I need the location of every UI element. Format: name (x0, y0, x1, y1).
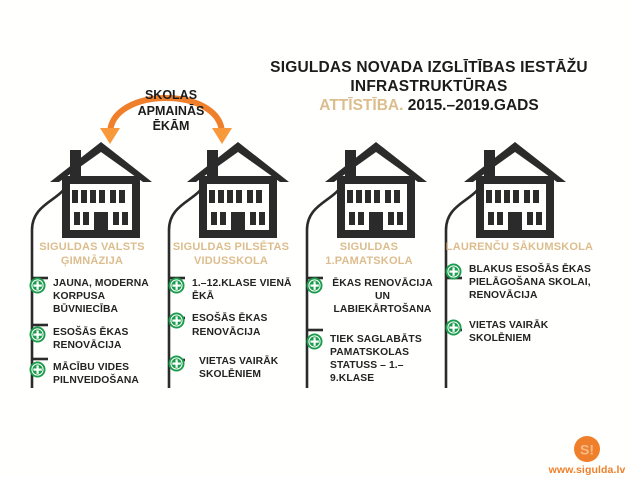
plus-circle-icon (168, 312, 185, 329)
list-item: BLAKUS ESOŠĀS ĒKAS PIELĀGOŠANA SKOLAI, R… (442, 263, 597, 303)
double-arrow-icon (100, 95, 232, 144)
plus-circle-icon (445, 319, 462, 336)
benefit-text: ĒKAS RENOVĀCIJA UN LABIEKĀRTOŠANA (332, 278, 433, 316)
benefit-text: VIETAS VAIRĀK SKOLĒNIEM (469, 319, 549, 344)
school-swap-label: SKOLAS APMAINĀS ĒKĀM (126, 88, 216, 135)
school-swap-arrow (96, 72, 236, 144)
callout-line-1: SKOLAS (144, 88, 198, 102)
list-item: 1.–12.KLASE VIENĀ ĒKĀ (165, 277, 297, 303)
callout-line-3: ĒKĀM (152, 119, 190, 133)
page-title: SIGULDAS NOVADA IZGLĪTĪBAS IESTĀŽU INFRA… (228, 58, 630, 115)
benefit-text: JAUNA, MODERNA KORPUSA BŪVNIECĪBA (53, 278, 149, 316)
site-logo[interactable]: S! www.sigulda.lv (545, 436, 629, 476)
house-icon-4 (462, 140, 568, 238)
benefit-text: TIEK SAGLABĀTS PAMATSKOLAS STATUSS – 1.–… (330, 333, 422, 385)
benefit-text: MĀCĪBU VIDES PILNVEIDOŠANA (53, 362, 139, 387)
school-name-4: LAURENČU SĀKUMSKOLA (445, 241, 594, 253)
plus-circle-icon (29, 277, 46, 294)
benefit-list-3: ĒKAS RENOVĀCIJA UN LABIEKĀRTOŠANA TIEK S… (303, 277, 435, 385)
connector-line (30, 177, 70, 388)
title-line-1: SIGULDAS NOVADA IZGLĪTĪBAS IESTĀŽU (270, 59, 588, 76)
list-item: MĀCĪBU VIDES PILNVEIDOŠANA (26, 361, 158, 387)
plus-circle-icon (168, 277, 185, 294)
connector-rail-1 (16, 177, 76, 390)
benefit-text: VIETAS VAIRĀK SKOLĒNIEM (199, 355, 279, 381)
list-item: JAUNA, MODERNA KORPUSA BŪVNIECĪBA (26, 277, 158, 317)
list-item: ĒKAS RENOVĀCIJA UN LABIEKĀRTOŠANA (303, 277, 435, 317)
title-period: 2015.–2019.GADS (407, 97, 539, 114)
logo-circle-icon: S! (574, 436, 600, 462)
list-item: TIEK SAGLABĀTS PAMATSKOLAS STATUSS – 1.–… (303, 333, 435, 386)
house-icon-2 (185, 140, 291, 238)
plus-circle-icon (306, 277, 323, 294)
list-item: VIETAS VAIRĀK SKOLĒNIEM (442, 319, 597, 345)
plus-circle-icon (29, 326, 46, 343)
benefit-text: 1.–12.KLASE VIENĀ ĒKĀ (192, 278, 292, 303)
title-line-2: INFRASTRUKTŪRAS (350, 78, 508, 95)
school-column-1: SIGULDAS VALSTS ĢIMNĀZIJA JAUNA, MODERNA… (26, 240, 158, 396)
school-column-4: LAURENČU SĀKUMSKOLA BLAKUS ESOŠĀS ĒKAS P… (442, 240, 597, 354)
house-icon-1 (48, 140, 154, 238)
house-icon (325, 142, 427, 238)
benefit-list-4: BLAKUS ESOŠĀS ĒKAS PIELĀGOŠANA SKOLAI, R… (442, 263, 597, 345)
website-url[interactable]: www.sigulda.lv (548, 464, 626, 476)
benefit-text: ESOŠĀS ĒKAS RENOVĀCIJA (192, 313, 268, 338)
school-column-2: SIGULDAS PILSĒTAS VIDUSSKOLA 1.–12.KLASE… (165, 240, 297, 390)
house-icon (50, 142, 152, 238)
sigulda-logo-mark: S! (574, 436, 600, 462)
plus-circle-icon (29, 361, 46, 378)
logo-mark-text: S! (580, 442, 594, 458)
benefit-list-2: 1.–12.KLASE VIENĀ ĒKĀ ESOŠĀS ĒKAS RENOVĀ… (165, 277, 297, 381)
list-item: ESOŠĀS ĒKAS RENOVĀCIJA (26, 326, 158, 352)
title-accent-word: ATTĪSTĪBA. (319, 97, 404, 114)
plus-circle-icon (445, 263, 462, 280)
school-name-1: SIGULDAS VALSTS ĢIMNĀZIJA (39, 241, 145, 267)
school-name-3: SIGULDAS 1.PAMATSKOLA (325, 241, 413, 267)
school-column-3: SIGULDAS 1.PAMATSKOLA ĒKAS RENOVĀCIJA UN… (303, 240, 435, 394)
house-icon (464, 142, 566, 238)
list-item: VIETAS VAIRĀK SKOLĒNIEM (165, 355, 297, 381)
house-icon (187, 142, 289, 238)
list-item: ESOŠĀS ĒKAS RENOVĀCIJA (165, 312, 297, 338)
benefit-text: ESOŠĀS ĒKAS RENOVĀCIJA (53, 326, 129, 351)
plus-circle-icon (306, 333, 323, 350)
plus-circle-icon (168, 355, 185, 372)
benefit-list-1: JAUNA, MODERNA KORPUSA BŪVNIECĪBA ESOŠĀS… (26, 277, 158, 387)
callout-line-2: APMAINĀS (137, 103, 205, 118)
benefit-text: BLAKUS ESOŠĀS ĒKAS PIELĀGOŠANA SKOLAI, R… (469, 264, 591, 302)
title-line-3: ATTĪSTĪBA. 2015.–2019.GADS (228, 96, 630, 115)
house-icon-3 (323, 140, 429, 238)
school-name-2: SIGULDAS PILSĒTAS VIDUSSKOLA (172, 241, 290, 267)
